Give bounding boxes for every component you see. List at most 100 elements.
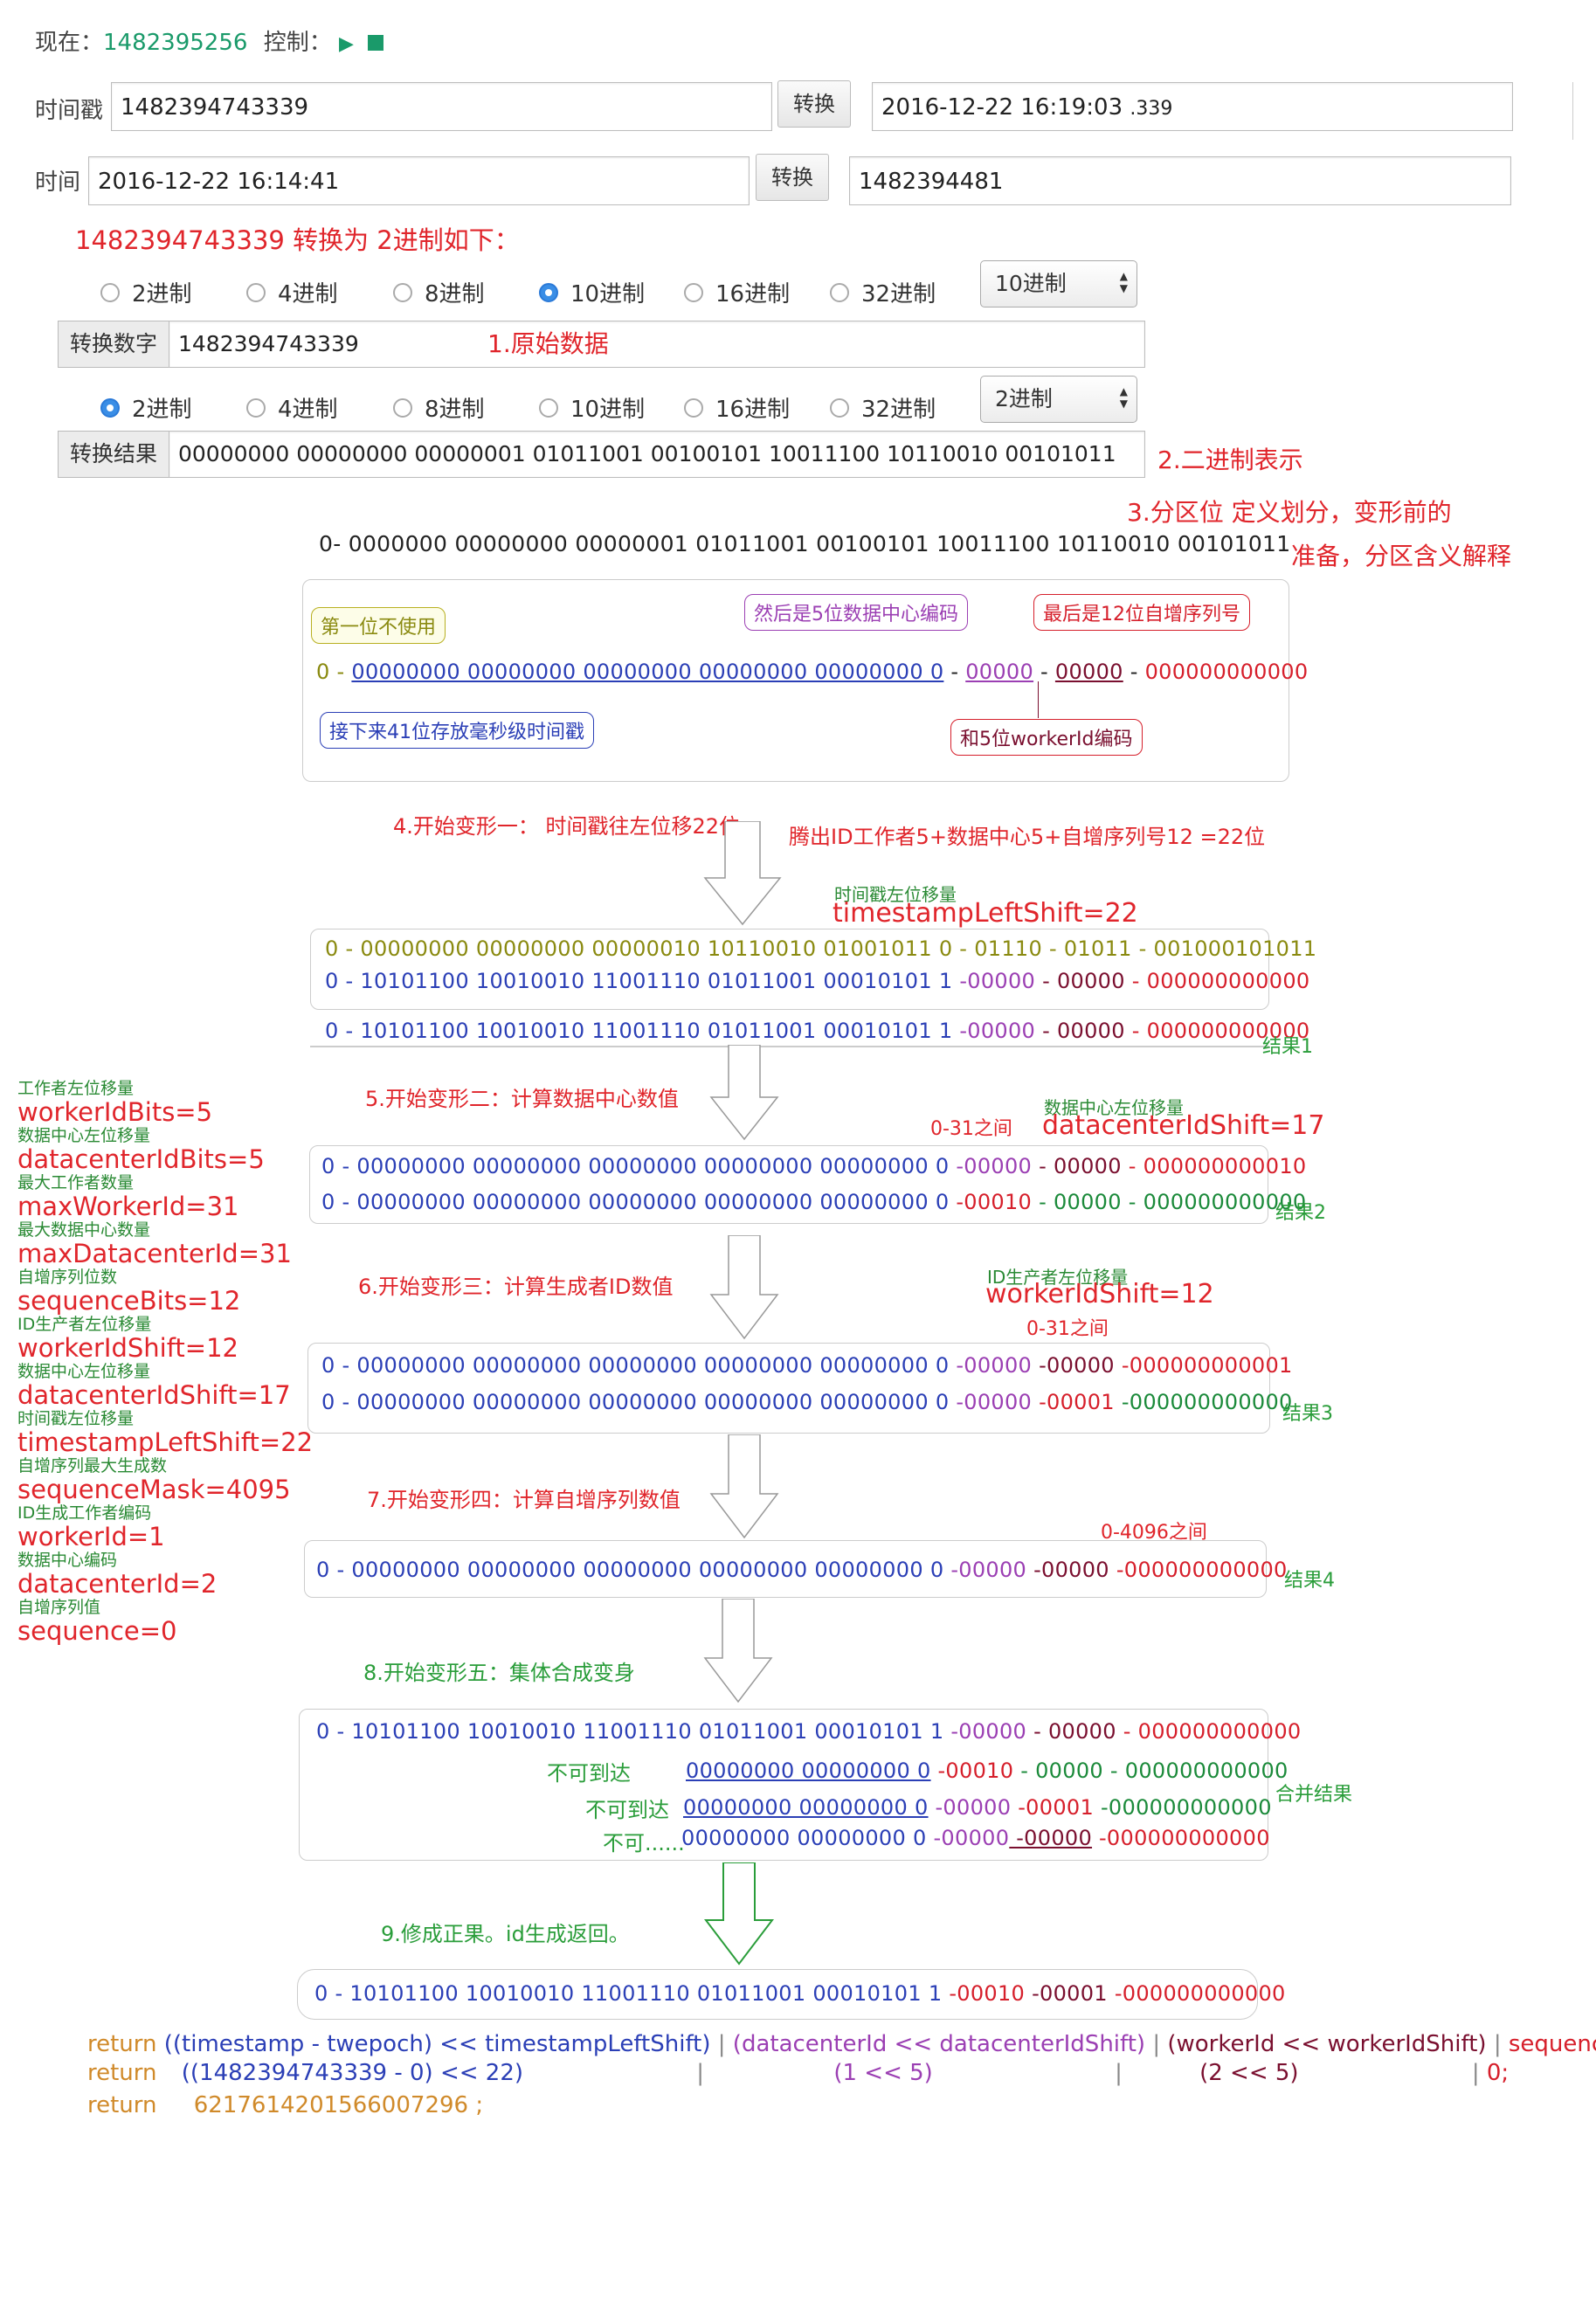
seg: -000000000000 xyxy=(1094,1795,1272,1820)
seg: -00000 xyxy=(943,1719,1027,1744)
radio-dot xyxy=(539,397,558,418)
code-op: | xyxy=(1471,2060,1480,2086)
stop-icon[interactable] xyxy=(368,35,384,51)
radio-dot xyxy=(246,397,266,418)
divider xyxy=(1572,82,1573,140)
radio-base2-a[interactable]: 2进制 xyxy=(100,276,192,308)
base-select-input[interactable]: 10进制▲▼ xyxy=(980,260,1137,307)
radio-base4-b[interactable]: 4进制 xyxy=(246,391,338,424)
radio-label: 10进制 xyxy=(570,281,646,307)
step4-side-note: 腾出ID工作者5+数据中心5+自增序列号12 =22位 xyxy=(789,825,1266,849)
radio-dot xyxy=(539,282,558,302)
down-arrow-icon xyxy=(709,1045,779,1141)
convert-timestamp-button[interactable]: 转换 xyxy=(777,80,851,128)
var-desc: 最大工作者数量 xyxy=(17,1173,135,1192)
seg: - 00000 xyxy=(1035,969,1125,993)
seg: - 000000000010 xyxy=(1121,1154,1307,1178)
seg: - 00000 xyxy=(1026,1719,1116,1744)
result1-label: 结果1 xyxy=(1262,1036,1313,1058)
var-desc: ID生成工作者编码 xyxy=(17,1503,152,1523)
var-value: workerIdShift=12 xyxy=(17,1333,238,1363)
seg: 00000 xyxy=(1054,660,1123,684)
step5-panel xyxy=(309,1145,1268,1224)
result3-label: 结果3 xyxy=(1282,1403,1333,1425)
timestamp-input[interactable]: 1482394743339 xyxy=(111,82,772,131)
var-desc: 数据中心左位移量 xyxy=(17,1126,151,1145)
time-input[interactable]: 2016-12-22 16:14:41 xyxy=(88,156,750,205)
timestamp-label: 时间戳 xyxy=(35,98,104,124)
seg: -000000000000 xyxy=(1114,1390,1293,1414)
bubble-datacenter: 然后是5位数据中心编码 xyxy=(744,594,968,631)
convert-number-value: 1482394743339 xyxy=(178,331,359,356)
code-result: 6217614201566007296 ; xyxy=(193,2092,484,2118)
radio-dot xyxy=(830,282,849,302)
seg: - 000000000000 xyxy=(1124,1019,1310,1043)
code-op: | xyxy=(1493,2031,1502,2057)
radio-base2-b[interactable]: 2进制 xyxy=(100,391,192,424)
radio-base32-b[interactable]: 32进制 xyxy=(830,391,936,424)
code-part: (1 << 5) xyxy=(833,2060,933,2086)
radio-base10-a[interactable]: 10进制 xyxy=(539,276,645,308)
seg: - 00000 xyxy=(1032,1154,1122,1178)
radio-label: 16进制 xyxy=(715,397,791,423)
seg: - xyxy=(1033,660,1055,684)
select-value: 2进制 xyxy=(995,386,1053,411)
seg: -00000 xyxy=(1032,1353,1115,1378)
radio-base16-a[interactable]: 16进制 xyxy=(684,276,790,308)
merge-result-label: 合并结果 xyxy=(1275,1784,1353,1806)
var-value: sequence=0 xyxy=(17,1616,177,1646)
step4-row2: 0 - 10101100 10010010 11001110 01011001 … xyxy=(325,969,1309,993)
seg: -00000 xyxy=(949,1154,1033,1178)
play-icon[interactable]: ▶ xyxy=(338,33,354,55)
var-desc: 时间戳左位移量 xyxy=(17,1409,135,1428)
var-value: sequenceBits=12 xyxy=(17,1286,241,1316)
step6-small-label: ID生产者左位移量 xyxy=(987,1267,1129,1288)
time-output: 1482394481 xyxy=(849,156,1511,205)
unreachable-3: 不可...... xyxy=(603,1831,685,1855)
seg: - 00000 xyxy=(1032,1190,1122,1214)
unreachable-1: 不可到达 xyxy=(547,1761,631,1786)
radio-label: 16进制 xyxy=(715,281,791,307)
seg: 0 - 00000000 00000000 00000000 00000000 … xyxy=(321,1154,950,1178)
radio-base10-b[interactable]: 10进制 xyxy=(539,391,645,424)
code-part: 0; xyxy=(1486,2060,1510,2086)
code-op: | xyxy=(1115,2060,1123,2086)
code-op: | xyxy=(717,2031,726,2057)
var-desc: 最大数据中心数量 xyxy=(17,1220,151,1240)
code-keyword: return xyxy=(87,2031,157,2057)
step4-result-bar xyxy=(310,1011,1269,1047)
radio-base4-a[interactable]: 4进制 xyxy=(246,276,338,308)
step8-title: 8.开始变形五：集体合成变身 xyxy=(363,1661,635,1685)
step5-row2: 0 - 00000000 00000000 00000000 00000000 … xyxy=(321,1190,1306,1214)
seg: 000000000000 xyxy=(1144,660,1309,684)
radio-base8-b[interactable]: 8进制 xyxy=(393,391,485,424)
step9-title: 9.修成正果。id生成返回。 xyxy=(381,1922,630,1946)
radio-base8-a[interactable]: 8进制 xyxy=(393,276,485,308)
convert-time-button[interactable]: 转换 xyxy=(756,154,829,201)
down-arrow-icon xyxy=(709,1235,779,1340)
step8-row1: 0 - 10101100 10010010 11001110 01011001 … xyxy=(316,1719,1301,1744)
step9-row1: 0 - 10101100 10010010 11001110 01011001 … xyxy=(314,1981,1286,2006)
radio-dot xyxy=(100,282,120,302)
radio-base32-a[interactable]: 32进制 xyxy=(830,276,936,308)
connector-line xyxy=(1038,681,1039,718)
var-value: timestampLeftShift=22 xyxy=(17,1427,314,1457)
radio-label: 8进制 xyxy=(425,397,485,423)
seg: -00010 xyxy=(930,1759,1014,1783)
seg: -00010 xyxy=(949,1190,1033,1214)
seg: -00000 xyxy=(952,1019,1036,1043)
var-desc: 工作者左位移量 xyxy=(17,1079,135,1098)
radio-label: 2进制 xyxy=(132,281,192,307)
base-select-output[interactable]: 2进制▲▼ xyxy=(980,376,1137,423)
step4-title: 4.开始变形一： 时间戳往左位移22位 xyxy=(393,814,741,839)
radio-base16-b[interactable]: 16进制 xyxy=(684,391,790,424)
seg: - 000000000000 xyxy=(1121,1190,1307,1214)
bubble-worker: 和5位workerId编码 xyxy=(950,719,1143,756)
convert-heading: 1482394743339 转换为 2进制如下： xyxy=(75,225,520,255)
